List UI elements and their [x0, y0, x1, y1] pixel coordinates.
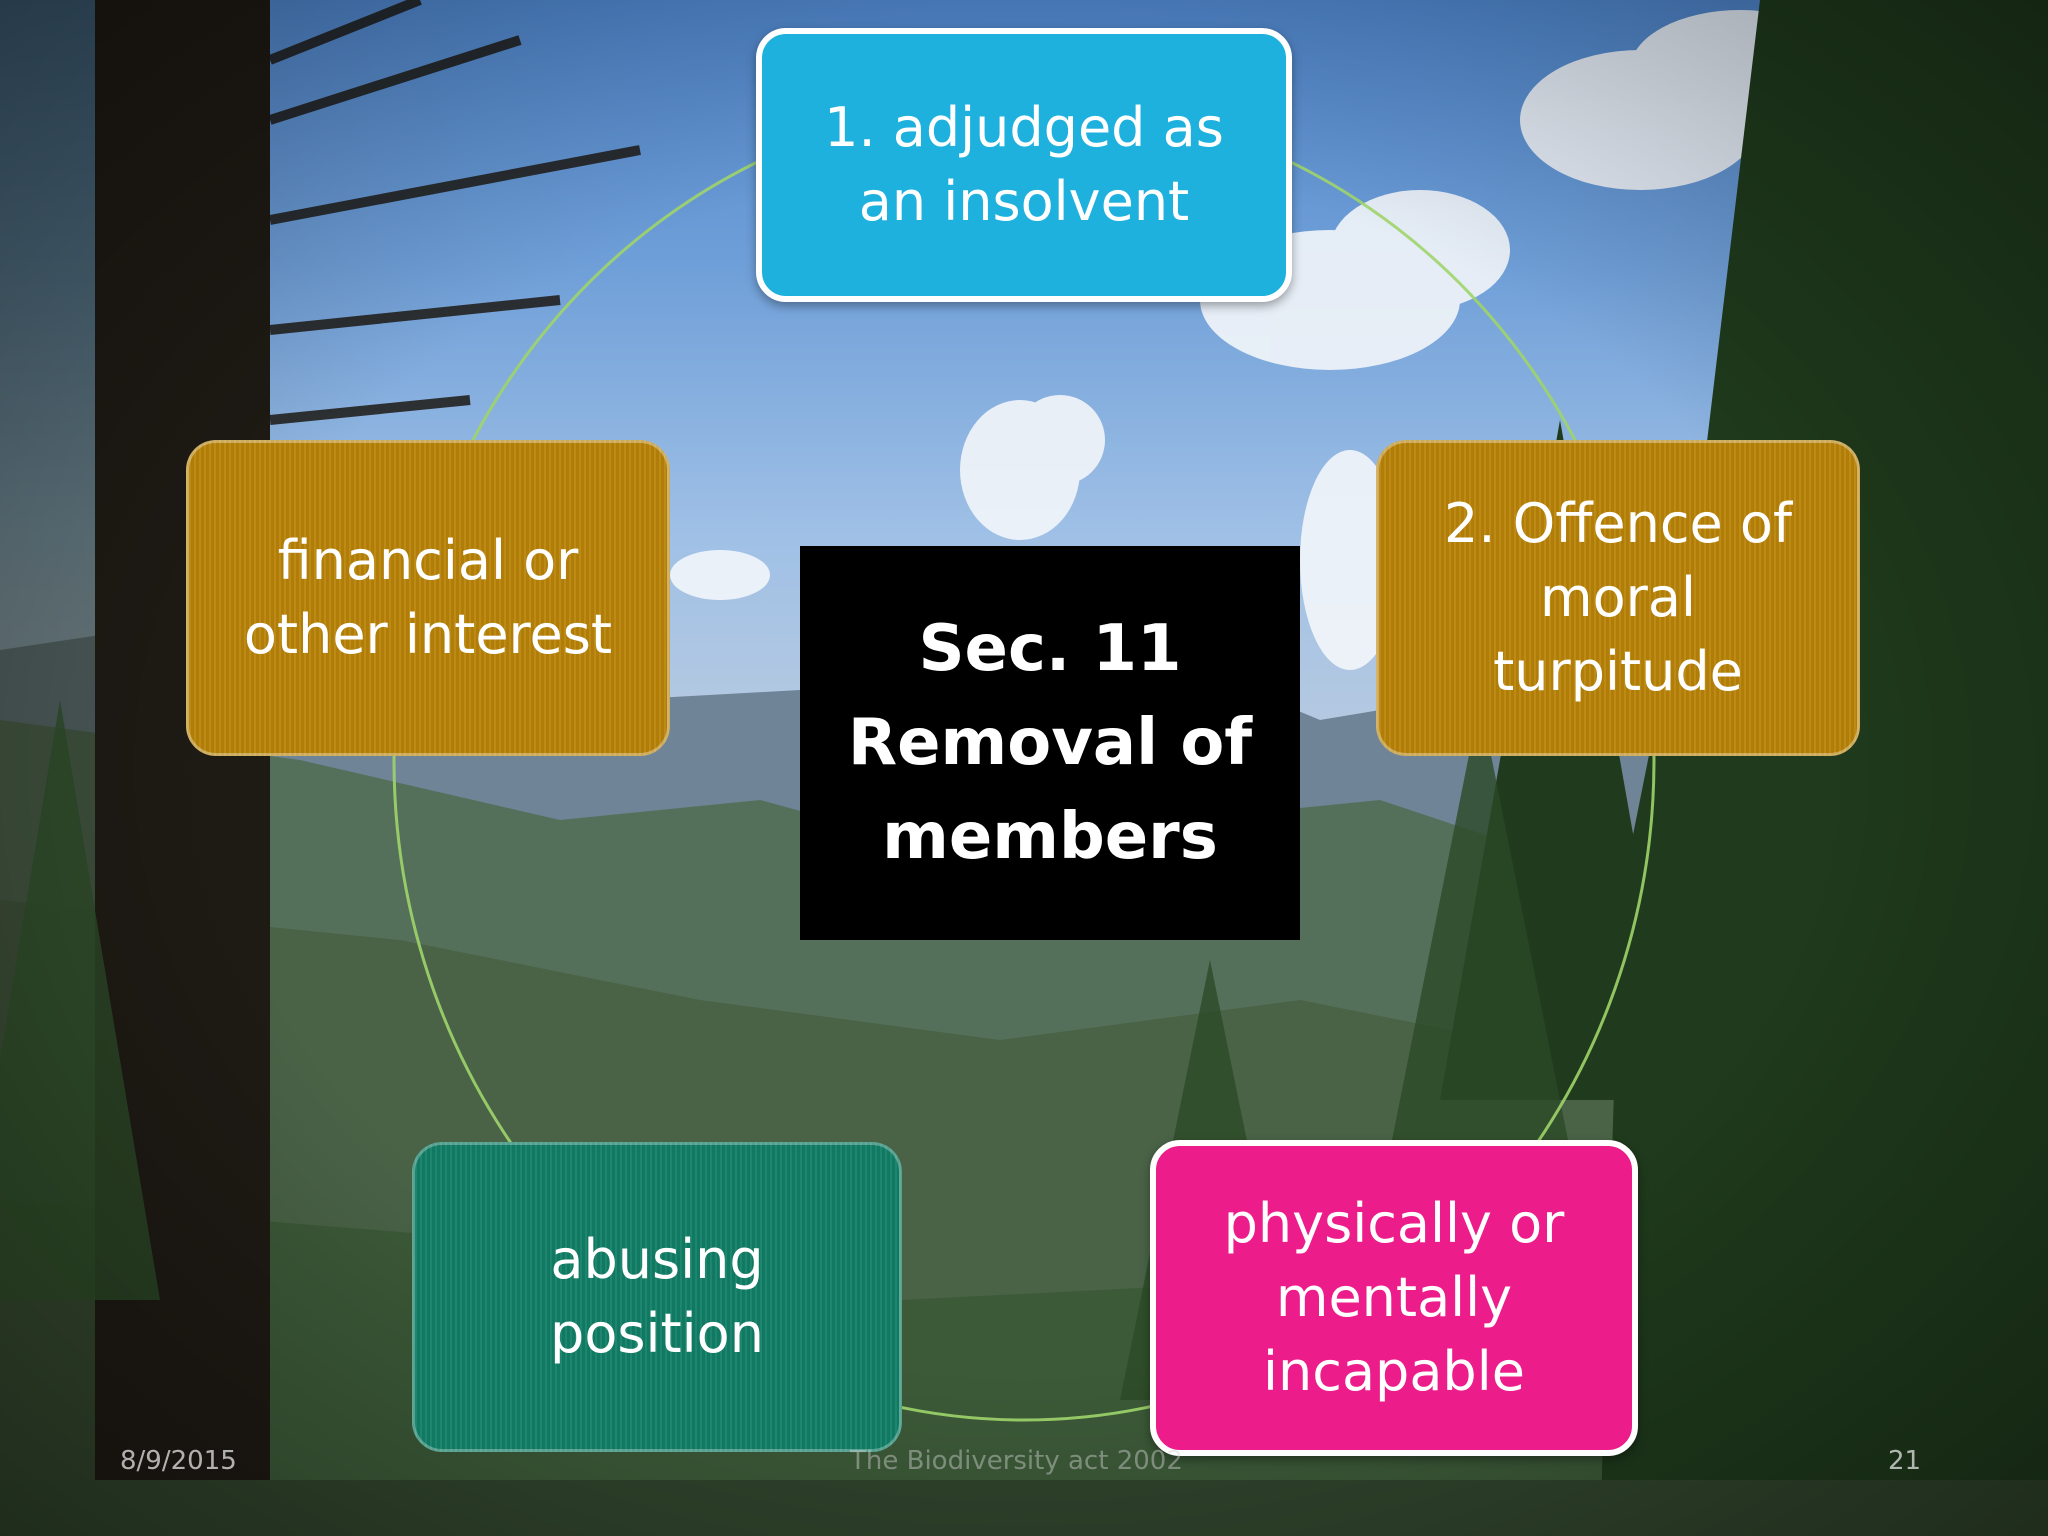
cycle-item-insolvent: 1. adjudged as an insolvent	[756, 28, 1292, 302]
footer-date: 8/9/2015	[120, 1446, 237, 1476]
footer-title: The Biodiversity act 2002	[850, 1446, 1183, 1476]
cycle-item-moral-turpitude: 2. Offence of moral turpitude	[1376, 440, 1860, 756]
cycle-item-abusing-position: abusing position	[412, 1142, 902, 1452]
cycle-item-financial-interest: financial or other interest	[186, 440, 670, 756]
center-title: Sec. 11 Removal of members	[800, 546, 1300, 940]
page-number: 21	[1888, 1446, 1922, 1476]
cycle-item-incapable: physically or mentally incapable	[1150, 1140, 1638, 1456]
